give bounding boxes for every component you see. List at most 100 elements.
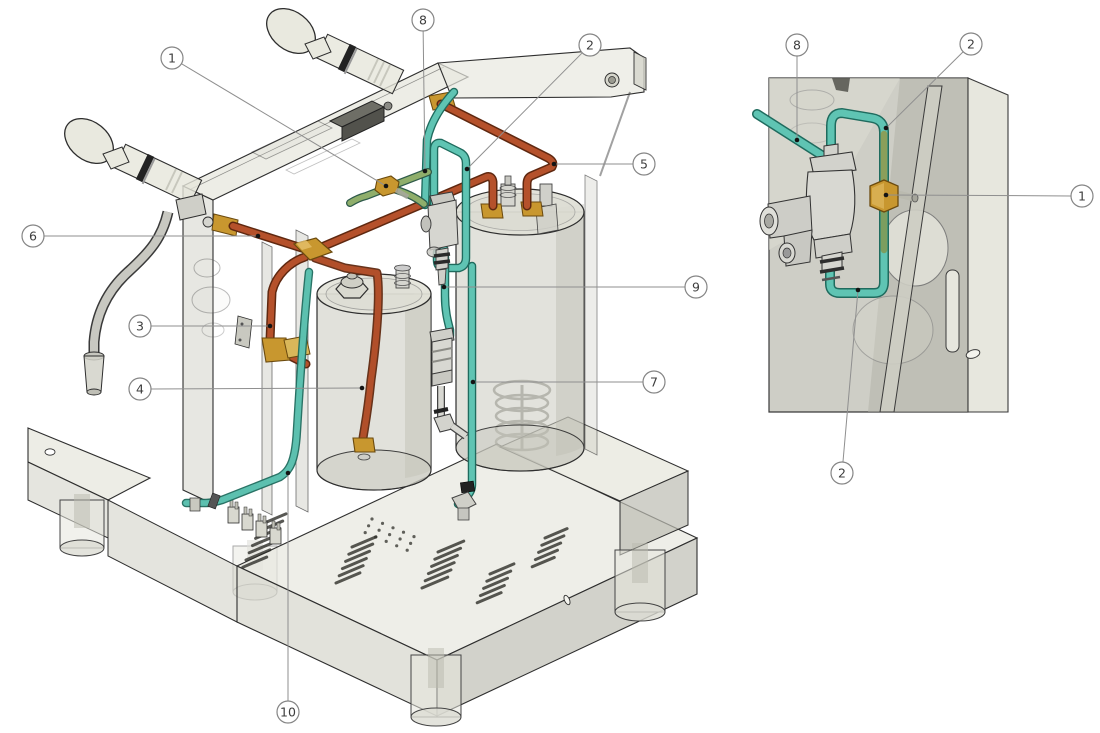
vent-slot [485,569,513,583]
target-dot [470,379,476,385]
callout-number: 1 [1078,189,1086,204]
boiler-top-nut [335,272,369,299]
leader-line [422,30,426,172]
leader-line [885,51,964,129]
rear-bracket-bar [437,47,647,177]
detail-view [752,77,1009,413]
vent-slot [540,534,566,547]
callout-number: 7 [650,375,658,390]
detail-valve-body [759,143,857,282]
callout-balloon [21,224,45,248]
vent-slot [337,564,365,578]
main-view [27,7,699,727]
callout-2: 2 [830,287,861,485]
callout-balloon [578,33,602,57]
callout-balloon [160,46,184,70]
callout-9: 9 [441,275,708,299]
target-dot [359,385,365,391]
drain-hole [380,521,385,526]
drain-hole [391,526,395,530]
target-dot [255,233,261,239]
callout-number: 1 [168,51,176,66]
target-dot [883,125,889,131]
steam-valve-handle-upper [266,7,405,95]
target-dot [551,161,557,167]
vent-slot [436,539,466,554]
vent-slot [340,556,368,571]
callout-balloon [128,377,152,401]
callout-1: 1 [883,184,1094,208]
drain-hole [398,537,402,541]
target-dot [285,470,291,476]
drain-hole [412,535,416,539]
target-dot [267,323,273,329]
drain-holes [363,517,416,552]
callout-balloon [276,700,300,724]
vent-slot [334,571,362,585]
callout-3: 3 [128,314,273,338]
leader-line [842,289,859,463]
side-wall-oval-hole [965,349,981,359]
vent-slots [241,512,569,605]
vent-slot [350,535,378,549]
vent-slot [533,548,559,562]
drain-hole [395,544,399,548]
target-dot [422,168,428,174]
leader-line [885,194,1072,197]
callout-number: 4 [136,382,144,397]
vent-slot [482,576,510,590]
callout-balloon [128,314,152,338]
top-frame [181,47,647,201]
vent-slot [530,555,556,569]
drain-hole [370,517,374,521]
callout-8: 8 [411,8,435,174]
callout-number: 2 [967,37,975,52]
leader-line [150,387,363,390]
target-dot [855,287,861,293]
vent-slot [244,548,272,562]
foot-front [410,648,462,727]
callout-number: 10 [280,705,296,720]
panel-clip [832,78,850,92]
drain-hole [405,548,409,552]
expansion-valve-main [420,191,459,286]
foot-right [614,543,666,622]
terminal-blocks [227,499,282,545]
callouts-detail: 8 2 1 2 [785,32,1094,485]
steam-boiler [455,175,585,472]
target-dot [383,183,389,189]
leader-line [466,52,583,170]
drain-hole [409,541,413,546]
callout-5: 5 [551,152,656,176]
vent-slot [430,553,459,568]
side-wall [967,77,1009,413]
target-dot [794,137,800,143]
drain-hole [401,530,406,534]
foot-left [59,494,105,557]
callout-number: 2 [838,466,846,481]
callout-number: 8 [793,38,801,53]
callout-2: 2 [464,33,602,172]
callout-6: 6 [21,224,261,248]
callout-number: 2 [586,38,594,53]
callout-balloon [785,33,809,57]
vacuum-breaker [394,264,411,289]
vent-slot [423,568,453,583]
callout-2: 2 [883,32,983,131]
pipe-clamps [189,492,221,512]
vent-slot [478,583,506,598]
vent-slot [426,561,456,576]
vent-slot [347,542,375,556]
callout-1: 1 [160,46,389,189]
vent-slot [344,549,372,563]
drain-hole [374,535,378,539]
steam-wand [83,193,239,396]
leader-line [181,63,387,187]
drain-hole [363,531,367,535]
drain-hole [388,533,392,537]
callout-8: 8 [785,33,809,143]
frame-column [584,174,598,456]
callout-balloon [959,32,983,56]
solenoid-valve [328,100,393,142]
